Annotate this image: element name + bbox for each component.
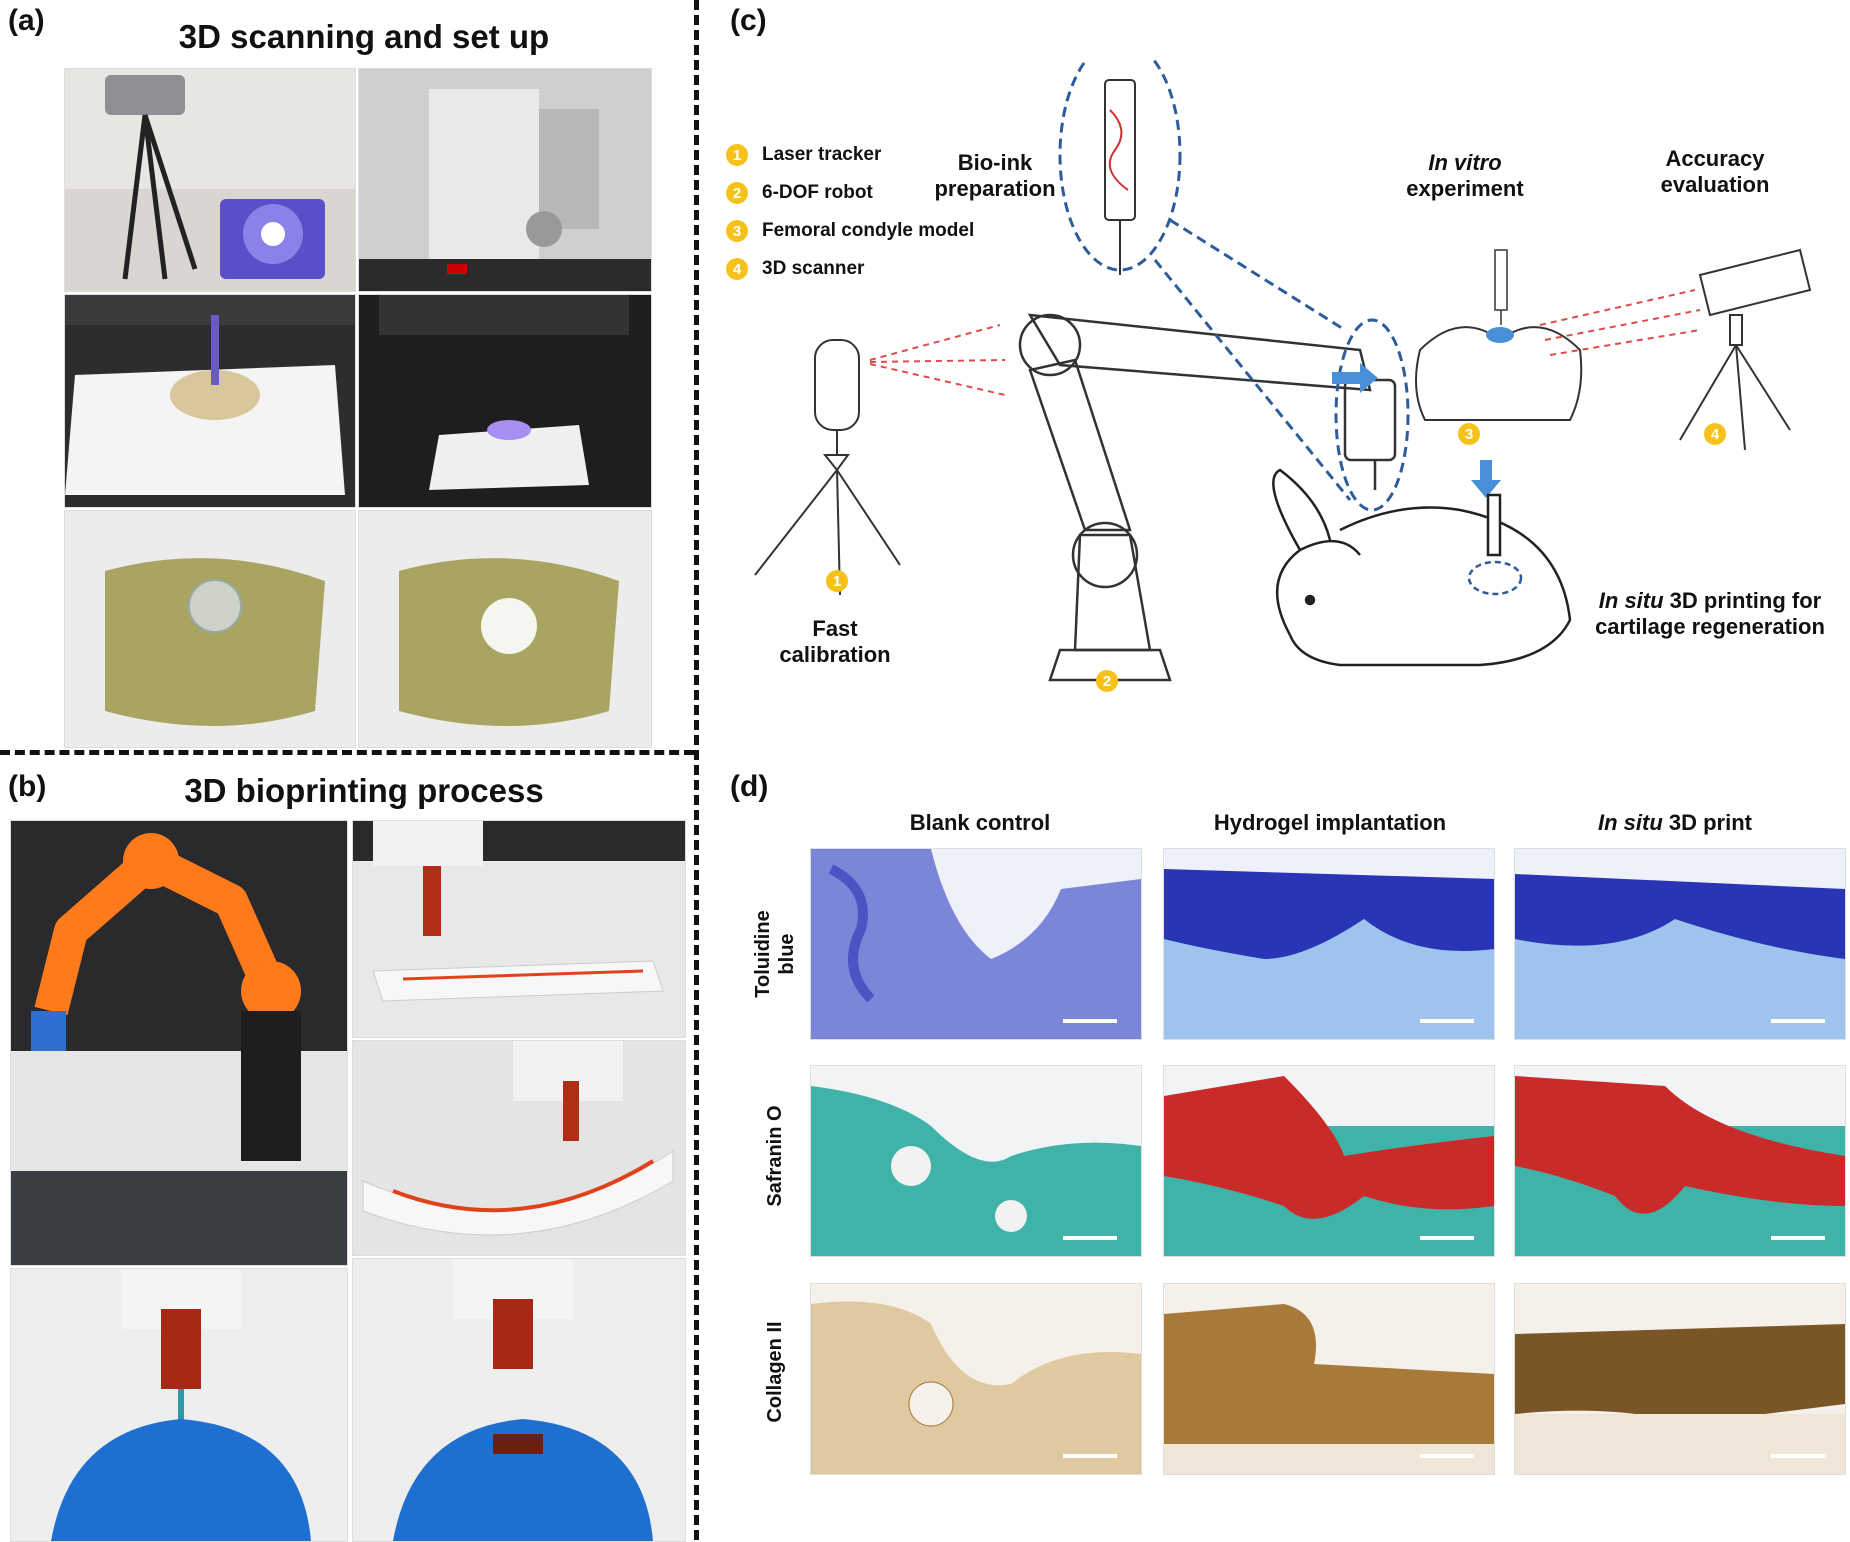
workflow-diagram [754, 60, 1812, 682]
robot-arm-drawing [1018, 313, 1397, 682]
histology-collagen-blank [810, 1283, 1142, 1475]
panel-a-letter: (a) [8, 4, 45, 37]
vertical-divider [694, 0, 699, 1540]
label-invitro: In vitro experiment [1406, 150, 1524, 202]
panel-c-letter: (c) [730, 4, 767, 37]
column-head-blank-control: Blank control [909, 810, 1051, 835]
histology-safranin-blank [810, 1065, 1142, 1257]
histology-toluidine-insitu [1514, 848, 1846, 1040]
photo-curved-print [352, 1040, 686, 1256]
scale-bar [1420, 1454, 1474, 1458]
panel-d-letter: (d) [730, 770, 769, 803]
badge-tracker: 1 [826, 570, 848, 592]
photo-flat-print [352, 820, 686, 1038]
legend-label: 3D scanner [762, 258, 865, 279]
column-head-insitu: In situ 3D print [1597, 810, 1752, 835]
legend-item-robot: 2 6-DOF robot [726, 182, 873, 204]
photo-scanner-tripod [64, 68, 356, 292]
legend-badge-3: 3 [726, 220, 748, 242]
histology-safranin-hydrogel [1163, 1065, 1495, 1257]
histology-toluidine-hydrogel [1163, 848, 1495, 1040]
legend-item-scanner: 4 3D scanner [726, 258, 864, 280]
femoral-condyle-drawing [1415, 249, 1583, 421]
label-insitu-printing: In situ 3D printing for cartilage regene… [1595, 588, 1825, 640]
panel-b-title: 3D bioprinting process [184, 772, 544, 809]
photo-blue-model-2 [352, 1258, 686, 1542]
scale-bar [1420, 1236, 1474, 1240]
scale-bar [1771, 1454, 1825, 1458]
legend-item-laser-tracker: 1 Laser tracker [726, 144, 881, 166]
scale-bar [1063, 1019, 1117, 1023]
histology-collagen-insitu [1514, 1283, 1846, 1475]
photo-condyle-defect [64, 510, 356, 748]
photo-condyle-filled [358, 510, 652, 748]
arrow-down [1471, 460, 1501, 498]
badge-condyle: 3 [1458, 423, 1480, 445]
histology-safranin-insitu [1514, 1065, 1846, 1257]
photo-blue-model-1 [10, 1268, 348, 1542]
laser-tracker-drawing [754, 339, 901, 596]
histology-collagen-hydrogel [1163, 1283, 1495, 1475]
scale-bar [1063, 1454, 1117, 1458]
panel-a-title: 3D scanning and set up [178, 18, 550, 55]
row-head-collagen: Collagen II [764, 1321, 786, 1423]
legend-badge-2: 2 [726, 182, 748, 204]
photo-printhead [358, 68, 652, 292]
photo-foam-femur [64, 294, 356, 508]
legend-badge-4: 4 [726, 258, 748, 280]
column-head-hydrogel: Hydrogel implantation [1213, 810, 1447, 835]
photo-foam-scan [358, 294, 652, 508]
badge-robot: 2 [1096, 670, 1118, 692]
legend-label: Laser tracker [762, 144, 882, 165]
syringe-zoom-inset [1058, 60, 1410, 512]
scale-bar [1063, 1236, 1117, 1240]
horizontal-divider [0, 750, 694, 755]
badge-scanner: 4 [1704, 423, 1726, 445]
rabbit-drawing [1272, 468, 1572, 667]
legend-label: Femoral condyle model [762, 220, 975, 241]
scale-bar [1771, 1019, 1825, 1023]
label-bioink: Bio-ink preparation [934, 150, 1056, 202]
histology-toluidine-blank [810, 848, 1142, 1040]
legend-label: 6-DOF robot [762, 182, 873, 203]
legend-badge-1: 1 [726, 144, 748, 166]
scale-bar [1420, 1019, 1474, 1023]
photo-orange-robot [10, 820, 348, 1266]
row-head-safranin: Safranin O [764, 1105, 786, 1207]
laser-beam-lines [869, 324, 1006, 396]
scanner-beam-lines [1539, 289, 1701, 356]
scale-bar [1771, 1236, 1825, 1240]
label-calibration: Fast calibration [779, 616, 891, 668]
panel-b-letter: (b) [8, 770, 47, 803]
3d-scanner-drawing [1679, 248, 1812, 451]
legend-item-condyle: 3 Femoral condyle model [726, 220, 974, 242]
label-accuracy: Accuracy evaluation [1660, 146, 1770, 198]
row-head-toluidine: Toluidine blue [752, 910, 798, 998]
arrow-right [1332, 363, 1378, 393]
